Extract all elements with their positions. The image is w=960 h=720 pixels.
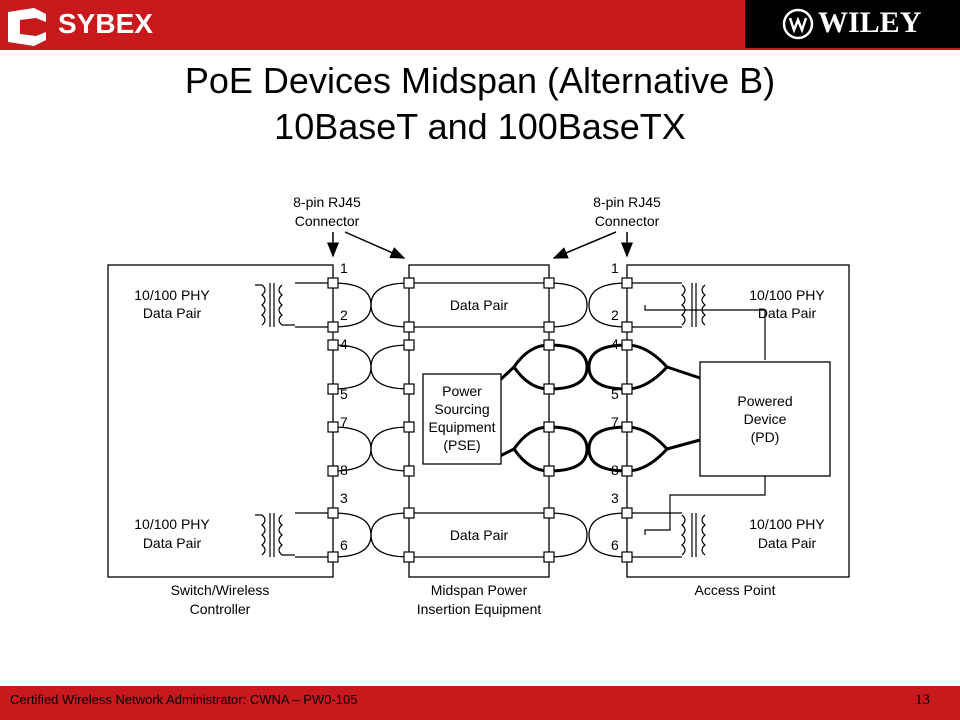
wiley-logo-text: WILEY [818,6,922,39]
poe-midspan-diagram: 8-pin RJ45 Connector 8-pin RJ45 Connecto… [107,194,850,617]
pin-number-right: 7 [611,414,619,430]
pin-number-right: 4 [611,336,619,352]
pse-label-2: Sourcing [434,401,489,417]
wiley-logo-box [745,0,960,48]
wiley-emblem-icon [782,8,814,40]
phy-label-bottom-left: 10/100 PHY [134,516,210,532]
cable-loops-right [548,282,628,558]
pin-number-right: 2 [611,307,619,323]
pd-label-3: (PD) [751,429,780,445]
pse-label-4: (PSE) [443,437,480,453]
access-point-label: Access Point [695,582,776,598]
footer-bar [0,686,960,720]
pin-number-left: 3 [340,490,348,506]
title-line-2: 10BaseT and 100BaseTX [274,106,686,147]
pin-number-left: 5 [340,386,348,402]
title-line-1: PoE Devices Midspan (Alternative B) [184,60,776,101]
switch-label-2: Controller [190,601,251,617]
sybex-logo-text: SYBEX [58,8,153,39]
pin-number-left: 4 [340,336,348,352]
connector-left-label-2: Connector [295,213,360,229]
pin-number-left: 1 [340,260,348,276]
slide-title: PoE Devices Midspan (Alternative B) 10Ba… [0,58,960,150]
pse-box [422,373,502,465]
pin-number-right: 1 [611,260,619,276]
connector-right-label-1: 8-pin RJ45 [593,194,661,210]
phy-sublabel-top-left: Data Pair [143,305,202,321]
pin-number-left: 8 [340,462,348,478]
midspan-label-2: Insertion Equipment [417,601,542,617]
transformers [255,283,706,557]
pin-number-left: 2 [340,307,348,323]
pin-squares [327,277,633,563]
pin-number-right: 8 [611,462,619,478]
phy-label-bottom-right: 10/100 PHY [749,516,825,532]
footer-text: Certified Wireless Network Administrator… [10,692,358,707]
pin-number-right: 5 [611,386,619,402]
data-pair-label-top: Data Pair [450,297,509,313]
pd-label-2: Device [744,411,787,427]
phy-label-top-right: 10/100 PHY [749,287,825,303]
phy-sublabel-top-right: Data Pair [758,305,817,321]
midspan-label-1: Midspan Power [431,582,528,598]
pse-label-3: Equipment [429,419,496,435]
pd-label-1: Powered [737,393,792,409]
connector-right-label-2: Connector [595,213,660,229]
power-loops [498,343,701,473]
pd-box [699,361,831,477]
phy-sublabel-bottom-right: Data Pair [758,535,817,551]
sybex-logo-icon [8,8,46,46]
pin-number-right: 6 [611,537,619,553]
switch-label-1: Switch/Wireless [171,582,270,598]
page-number: 13 [915,692,930,708]
connector-arrows [327,231,633,259]
pse-label-1: Power [442,383,482,399]
pin-number-left: 6 [340,537,348,553]
phy-sublabel-bottom-left: Data Pair [143,535,202,551]
phy-label-top-left: 10/100 PHY [134,287,210,303]
cable-loops-left [332,282,410,558]
connector-left-label-1: 8-pin RJ45 [293,194,361,210]
pin-number-left: 7 [340,414,348,430]
data-pair-label-bottom: Data Pair [450,527,509,543]
pin-number-right: 3 [611,490,619,506]
